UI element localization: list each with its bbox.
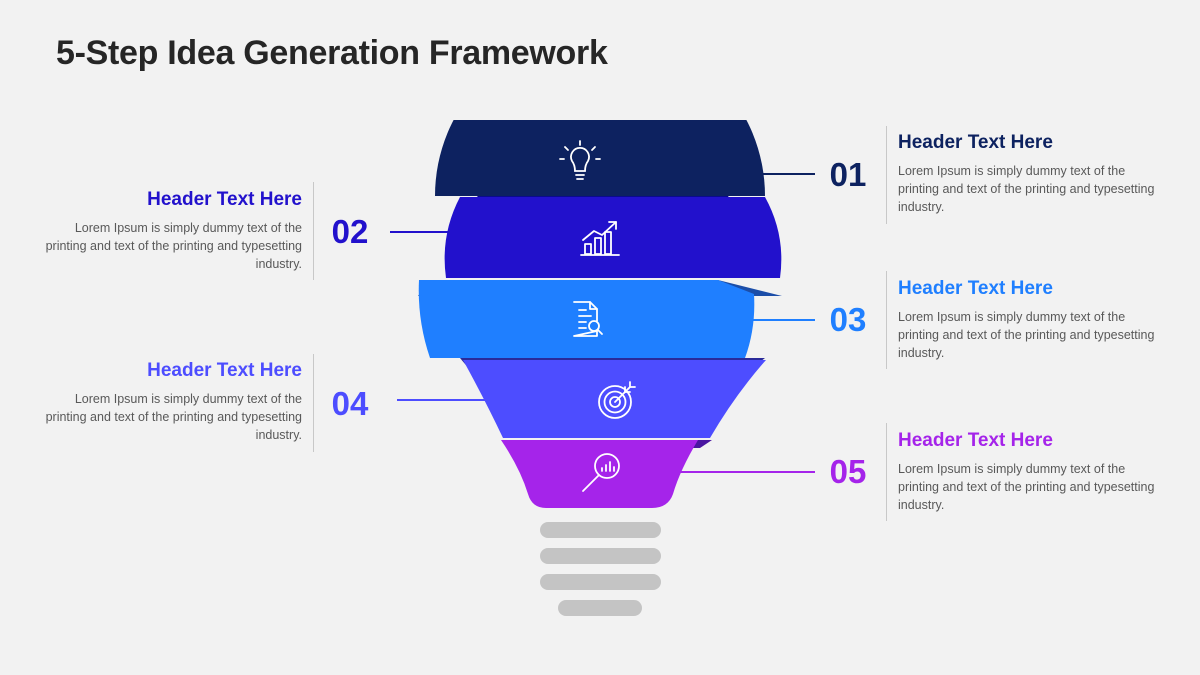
document-search-icon (573, 301, 603, 337)
step-description-05: Lorem Ipsum is simply dummy text of the … (898, 462, 1155, 512)
step-header-01: Header Text Here (898, 132, 1053, 153)
step-number-04: 04 (331, 385, 369, 422)
divider-04 (313, 354, 314, 452)
step-block-05: Header Text Here Lorem Ipsum is simply d… (898, 430, 1160, 514)
bulb-base-stripe (540, 548, 661, 564)
step-number-05: 05 (829, 453, 867, 490)
bulb-base-stripe (540, 522, 661, 538)
divider-05 (886, 423, 887, 521)
step-block-02: Header Text Here Lorem Ipsum is simply d… (40, 189, 302, 273)
step-number-03: 03 (829, 301, 867, 338)
step-header-03: Header Text Here (898, 278, 1053, 299)
step-description-01: Lorem Ipsum is simply dummy text of the … (898, 164, 1155, 214)
divider-02 (313, 182, 314, 280)
divider-01 (886, 126, 887, 224)
growth-chart-icon (580, 221, 620, 256)
lightbulb-icon (559, 140, 601, 180)
analytics-magnifier-icon (582, 453, 620, 492)
step-description-02: Lorem Ipsum is simply dummy text of the … (45, 221, 302, 271)
step-header-04: Header Text Here (147, 360, 302, 381)
step-description-03: Lorem Ipsum is simply dummy text of the … (898, 310, 1155, 360)
step-number-01: 01 (829, 156, 867, 193)
page-title: 5-Step Idea Generation Framework (56, 34, 608, 72)
bulb-segment-03 (418, 280, 755, 358)
target-icon (598, 381, 636, 419)
bulb-segment-02 (444, 197, 782, 278)
step-description-04: Lorem Ipsum is simply dummy text of the … (45, 392, 302, 442)
bulb-segment-01 (435, 120, 765, 196)
bulb-segment-04 (463, 360, 766, 438)
step-header-02: Header Text Here (147, 189, 302, 210)
step-number-02: 02 (331, 213, 369, 250)
step-header-05: Header Text Here (898, 430, 1053, 451)
bulb-segment-05 (501, 440, 698, 508)
bulb-base-stripe (558, 600, 642, 616)
step-block-01: Header Text Here Lorem Ipsum is simply d… (898, 132, 1160, 216)
step-block-04: Header Text Here Lorem Ipsum is simply d… (40, 360, 302, 444)
bulb-base-stripe (540, 574, 661, 590)
divider-03 (886, 271, 887, 369)
step-block-03: Header Text Here Lorem Ipsum is simply d… (898, 278, 1160, 362)
